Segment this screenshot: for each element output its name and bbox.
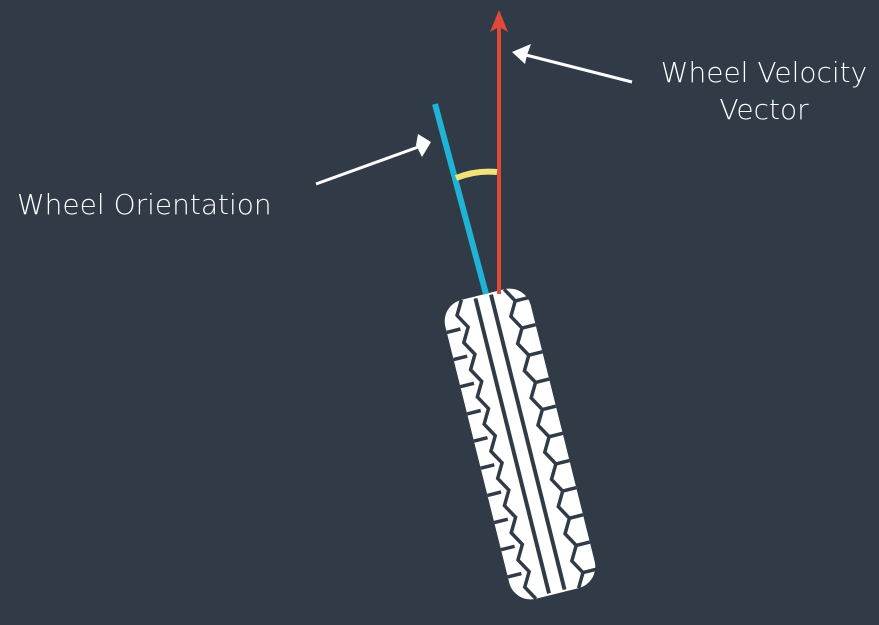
pointer-arrowhead-icon <box>416 134 431 157</box>
velocity-label-line1: Wheel Velocity <box>660 56 868 89</box>
tire-body <box>444 288 596 600</box>
slip-angle-arc <box>454 168 498 181</box>
velocity-vector-label: Wheel Velocity Vector <box>640 54 879 128</box>
wheel-orientation-label: Wheel Orientation <box>17 188 272 221</box>
wheel-orientation-line <box>432 103 489 295</box>
tire-notches-right <box>514 295 597 575</box>
tire-icon <box>444 288 597 600</box>
velocity-pointer-arrow <box>512 44 633 84</box>
orientation-pointer-arrow <box>315 134 431 186</box>
pointer-arrowhead-icon <box>512 44 531 64</box>
tire-notches-left <box>446 327 522 579</box>
tire-tread-left <box>455 299 538 600</box>
arrowhead-icon <box>490 10 508 32</box>
velocity-label-line2: Vector <box>719 93 809 126</box>
tire-groove-right <box>489 294 567 591</box>
tire-groove-left <box>473 297 551 594</box>
